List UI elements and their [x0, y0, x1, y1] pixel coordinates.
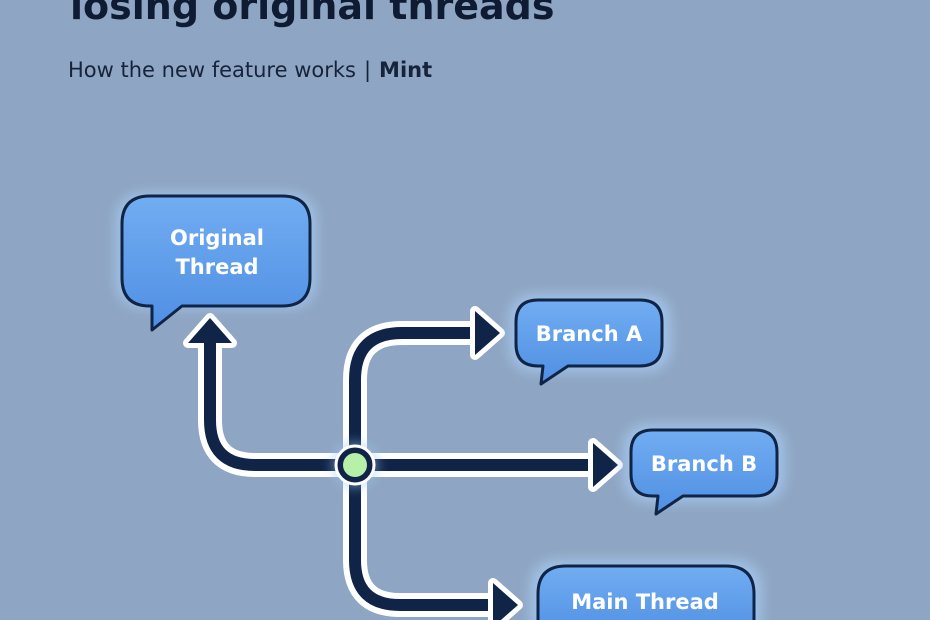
- subtitle-text: How the new feature works: [68, 58, 356, 82]
- bubble-branch-a: Branch A: [509, 294, 671, 386]
- bubble-main-thread: Main Thread: [530, 560, 762, 620]
- arrowhead-branch-b: [593, 443, 618, 487]
- subtitle-separator: |: [363, 58, 372, 82]
- connectors: [204, 327, 588, 611]
- original-thread-label-line2: Thread: [175, 255, 258, 279]
- connector-to-main-thread: [349, 465, 488, 611]
- branch-a-label: Branch A: [536, 322, 643, 346]
- arrowheads: [188, 311, 618, 620]
- arrowhead-original-thread: [188, 318, 232, 343]
- main-thread-label: Main Thread: [571, 590, 719, 614]
- original-thread-label-line1: Original: [170, 226, 264, 250]
- branch-b-label: Branch B: [651, 452, 757, 476]
- connector-outline-main: [343, 465, 488, 617]
- connector-to-branch-a: [349, 327, 470, 465]
- connector-outline-original: [198, 340, 355, 477]
- branch-hub: [333, 443, 377, 487]
- connector-outline-branch-a: [343, 321, 470, 465]
- bubble-original-thread: Original Thread: [116, 193, 316, 332]
- bubble-branch-b: Branch B: [623, 424, 785, 516]
- arrowhead-branch-a: [475, 311, 500, 355]
- arrowhead-main-thread: [493, 583, 518, 620]
- subtitle: How the new feature works | Mint: [68, 56, 432, 84]
- brand-name: Mint: [379, 58, 433, 82]
- connector-to-original-thread: [204, 340, 355, 471]
- headline: losing original threads: [70, 0, 555, 28]
